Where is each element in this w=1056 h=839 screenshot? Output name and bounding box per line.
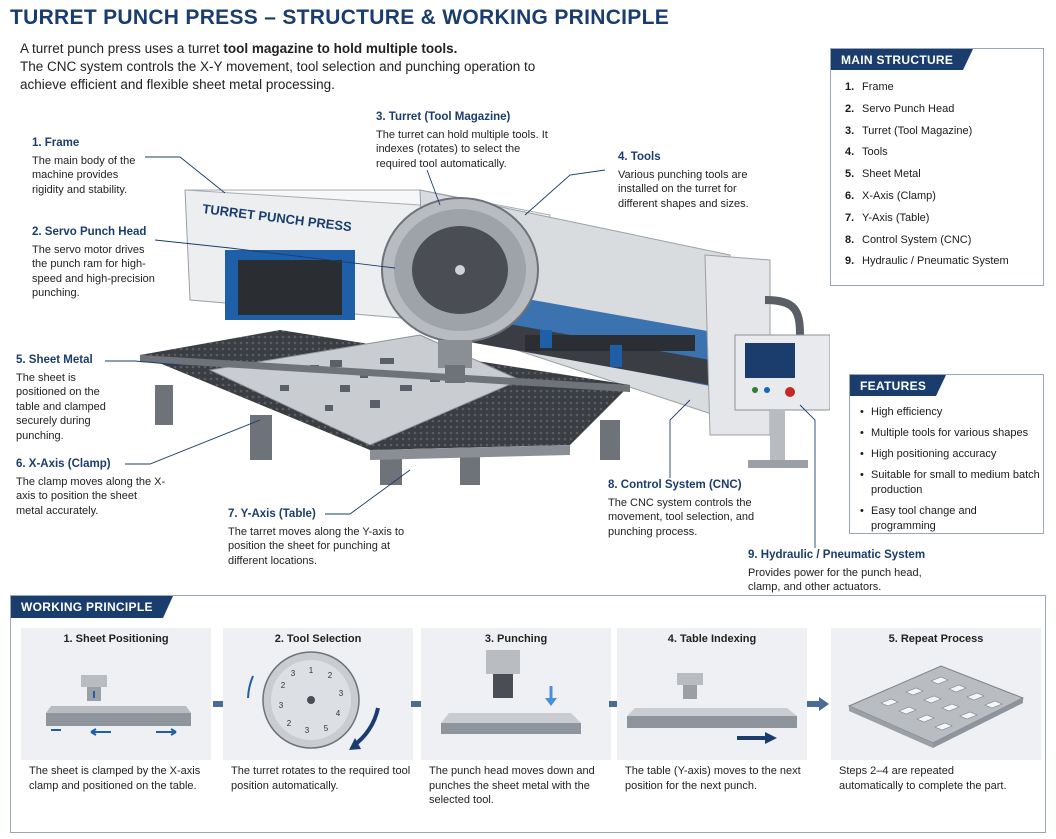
step-3-illustration — [441, 650, 581, 734]
callout-cnc-title: 8. Control System (CNC) — [608, 479, 742, 491]
callout-sheet-text: The sheet is positioned on the table and… — [16, 371, 106, 442]
step-title: 1. Sheet Positioning — [63, 633, 169, 645]
step-title: 2. Tool Selection — [274, 633, 362, 645]
step-5-illustration — [847, 665, 1025, 748]
cnc-pedestal — [734, 334, 830, 468]
arrow-right-icon — [807, 697, 829, 711]
step-desc: The table (Y-axis) moves to the next pos… — [625, 765, 801, 792]
callout-turret-title: 3. Turret (Tool Magazine) — [376, 111, 511, 123]
step-4-illustration — [627, 673, 797, 744]
turret-number: 2 — [328, 671, 333, 680]
callout-tools-title: 4. Tools — [618, 151, 661, 163]
turret-number: 3 — [339, 689, 344, 698]
turret-drum — [381, 197, 539, 383]
step-repeat-process: 5. Repeat Process Steps 2–4 are repeated… — [831, 628, 1041, 828]
callout-servo: 2. Servo Punch Head The servo motor driv… — [32, 225, 157, 301]
callout-turret: 3. Turret (Tool Magazine) The turret can… — [376, 110, 556, 171]
intro-bold: tool magazine to hold multiple tools. — [223, 41, 458, 56]
list-item: •High positioning accuracy — [860, 448, 997, 460]
machine-illustration: TURRET PUNCH PRESS — [140, 189, 830, 485]
step-panel — [831, 628, 1041, 760]
step-title: 3. Punching — [484, 633, 548, 645]
turret-number: 3 — [305, 726, 310, 735]
callout-hydraulic: 9. Hydraulic / Pneumatic System Provides… — [748, 548, 948, 595]
step-desc: The sheet is clamped by the X-axis clamp… — [29, 765, 201, 792]
turret-number: 4 — [336, 709, 341, 718]
callout-frame-text: The main body of the machine provides ri… — [32, 154, 136, 196]
list-item: 1.Frame — [845, 81, 894, 93]
step-punching: 3. Punching The punch head moves down an… — [421, 628, 611, 828]
list-item: 6.X-Axis (Clamp) — [845, 189, 936, 202]
step-panel — [617, 628, 807, 760]
step-desc: The turret rotates to the required tool … — [231, 765, 411, 792]
step-desc: Steps 2–4 are repeated automatically to … — [839, 765, 1007, 792]
callout-cnc: 8. Control System (CNC) The CNC system c… — [608, 478, 773, 539]
xaxis-carriage — [525, 330, 695, 367]
callout-frame-title: 1. Frame — [32, 137, 80, 149]
list-item: •Multiple tools for various shapes — [860, 427, 1029, 439]
callout-hydraulic-text: Provides power for the punch head, clamp… — [748, 566, 922, 594]
callout-sheet: 5. Sheet Metal The sheet is positioned o… — [16, 353, 112, 443]
turret-number: 3 — [291, 669, 296, 678]
list-item: 8.Control System (CNC) — [845, 233, 972, 246]
features-box: FEATURES •High efficiency •Multiple tool… — [849, 374, 1044, 534]
step-1-illustration — [46, 675, 191, 736]
callout-tools-text: Various punching tools are installed on … — [618, 168, 749, 210]
intro-text: A turret punch press uses a turret tool … — [20, 40, 540, 94]
callout-yaxis: 7. Y-Axis (Table) The tarret moves along… — [228, 507, 413, 568]
turret-number: 2 — [281, 681, 286, 690]
list-item: 4.Tools — [845, 146, 888, 159]
callout-yaxis-title: 7. Y-Axis (Table) — [228, 508, 316, 520]
list-item: 7.Y-Axis (Table) — [845, 211, 930, 224]
callout-frame: 1. Frame The main body of the machine pr… — [32, 136, 147, 197]
step-panel — [21, 628, 211, 760]
step-panel: 1 2 3 4 5 3 2 3 2 3 — [223, 628, 413, 760]
list-item: •Suitable for small to medium batch prod… — [860, 469, 1040, 496]
page-title: TURRET PUNCH PRESS – STRUCTURE & WORKING… — [10, 6, 670, 29]
step-panel — [421, 628, 611, 760]
callout-xaxis: 6. X-Axis (Clamp) The clamp moves along … — [16, 457, 166, 518]
callout-cnc-text: The CNC system controls the movement, to… — [608, 496, 755, 538]
list-item: 5.Sheet Metal — [845, 168, 921, 181]
callout-xaxis-title: 6. X-Axis (Clamp) — [16, 458, 111, 470]
intro-pre: A turret punch press uses a turret — [20, 41, 224, 56]
step-table-indexing: 4. Table Indexing The table (Y-axis) mov… — [617, 628, 807, 828]
features-list: •High efficiency •Multiple tools for var… — [860, 405, 1040, 540]
step-desc: The punch head moves down and punches th… — [429, 765, 595, 806]
step-tool-selection: 1 2 3 4 5 3 2 3 2 3 2. Tool Selection Th… — [223, 628, 413, 828]
working-principle-box: WORKING PRINCIPLE 1. Sheet Positioning T… — [10, 595, 1046, 833]
list-item: 3.Turret (Tool Magazine) — [845, 124, 973, 137]
callout-sheet-title: 5. Sheet Metal — [16, 354, 93, 366]
turret-number: 2 — [287, 719, 292, 728]
list-item: •Easy tool change and programming — [860, 505, 977, 532]
callout-servo-title: 2. Servo Punch Head — [32, 226, 147, 238]
step-sheet-positioning: 1. Sheet Positioning The sheet is clampe… — [21, 628, 211, 828]
step-2-illustration: 1 2 3 4 5 3 2 3 2 3 — [247, 651, 380, 750]
callout-tools: 4. Tools Various punching tools are inst… — [618, 150, 758, 211]
step-title: 5. Repeat Process — [888, 633, 984, 645]
main-structure-box: MAIN STRUCTURE 1.Frame 2.Servo Punch Hea… — [830, 48, 1044, 286]
callout-turret-text: The turret can hold multiple tools. It i… — [376, 128, 548, 170]
turret-number: 1 — [309, 666, 314, 675]
callout-yaxis-text: The tarret moves along the Y-axis to pos… — [228, 525, 405, 567]
turret-number: 5 — [324, 724, 329, 733]
list-item: 2.Servo Punch Head — [845, 102, 955, 115]
main-structure-list: 1.Frame 2.Servo Punch Head 3.Turret (Too… — [845, 81, 1009, 277]
main-structure-title: MAIN STRUCTURE — [831, 49, 974, 70]
step-title: 4. Table Indexing — [667, 633, 757, 645]
callout-xaxis-text: The clamp moves along the X-axis to posi… — [16, 475, 166, 517]
intro-rest: The CNC system controls the X-Y movement… — [20, 59, 536, 92]
turret-number: 3 — [279, 701, 284, 710]
callout-servo-text: The servo motor drives the punch ram for… — [32, 243, 155, 300]
callout-hydraulic-title: 9. Hydraulic / Pneumatic System — [748, 549, 926, 561]
list-item: •High efficiency — [860, 406, 943, 418]
list-item: 9.Hydraulic / Pneumatic System — [845, 255, 1009, 268]
working-principle-title: WORKING PRINCIPLE — [11, 596, 173, 618]
leader-lines — [105, 156, 816, 548]
worktable — [140, 330, 630, 460]
features-title: FEATURES — [850, 375, 947, 396]
